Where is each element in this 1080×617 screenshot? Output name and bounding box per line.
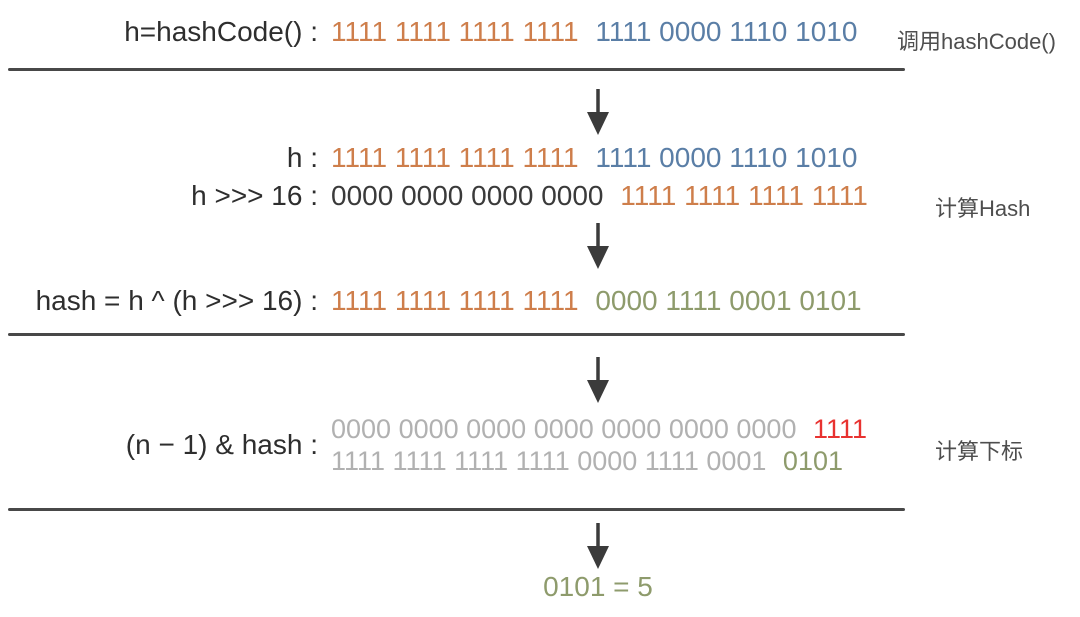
binary-segment-result-bits: 0101 [782,446,843,476]
binary-segment-high: 0000 0000 0000 0000 [331,180,604,211]
row-hashcode-binary: 1111 1111 1111 1111 1111 0000 1110 1010 [331,15,857,49]
binary-segment-low: 1111 1111 1111 1111 [620,180,868,211]
binary-segment-low: 0000 1111 0001 0101 [595,285,862,316]
row-hash-label: hash = h ^ (h >>> 16) : [35,285,318,316]
binary-segment-low: 1111 0000 1110 1010 [595,16,858,47]
down-arrow-icon [587,523,609,569]
binary-segment-high: 1111 1111 1111 1111 [331,142,579,173]
binary-segment-hash-bits: 1111 1111 1111 1111 0000 1111 0001 [331,446,767,476]
row-h-shift: h >>> 16 : 0000 0000 0000 0000 1111 1111… [0,179,868,213]
annotation-compute-hash: 计算Hash [935,196,1031,221]
binary-segment-high: 1111 1111 1111 1111 [331,285,579,316]
down-arrow-icon [587,223,609,269]
index-operand-hash: 1111 1111 1111 1111 0000 1111 0001 0101 [331,445,867,477]
row-h: h : 1111 1111 1111 1111 1111 0000 1110 1… [0,141,858,175]
down-arrow-icon [587,357,609,403]
row-hashcode-label: h=hashCode() : [124,16,318,47]
row-index-binary: 0000 0000 0000 0000 0000 0000 0000 1111 … [331,413,867,477]
down-arrow-icon [587,89,609,135]
row-hash-binary: 1111 1111 1111 1111 0000 1111 0001 0101 [331,284,862,318]
annotation-call-hashcode: 调用hashCode() [897,29,1056,54]
divider-line [8,68,905,71]
row-h-binary: 1111 1111 1111 1111 1111 0000 1110 1010 [331,141,857,175]
annotation-compute-index: 计算下标 [935,439,1024,464]
row-hashcode: h=hashCode() : 1111 1111 1111 1111 1111 … [0,15,857,49]
binary-segment-low: 1111 0000 1110 1010 [595,142,858,173]
row-index-label: (n − 1) & hash : [125,429,318,460]
row-hash: hash = h ^ (h >>> 16) : 1111 1111 1111 1… [0,284,862,318]
binary-segment-mask-ones: 1111 [812,414,868,444]
binary-segment-mask-zeros: 0000 0000 0000 0000 0000 0000 0000 [331,414,797,444]
divider-line [8,333,905,336]
index-result: 0101 = 5 [543,571,653,602]
index-operand-n-minus-1: 0000 0000 0000 0000 0000 0000 0000 1111 [331,413,867,445]
binary-segment-high: 1111 1111 1111 1111 [331,16,579,47]
row-h-label: h : [286,142,318,173]
divider-line [8,508,905,511]
row-h-shift-binary: 0000 0000 0000 0000 1111 1111 1111 1111 [331,179,868,213]
row-h-shift-label: h >>> 16 : [191,180,318,211]
row-index: (n − 1) & hash : 0000 0000 0000 0000 000… [0,413,867,477]
